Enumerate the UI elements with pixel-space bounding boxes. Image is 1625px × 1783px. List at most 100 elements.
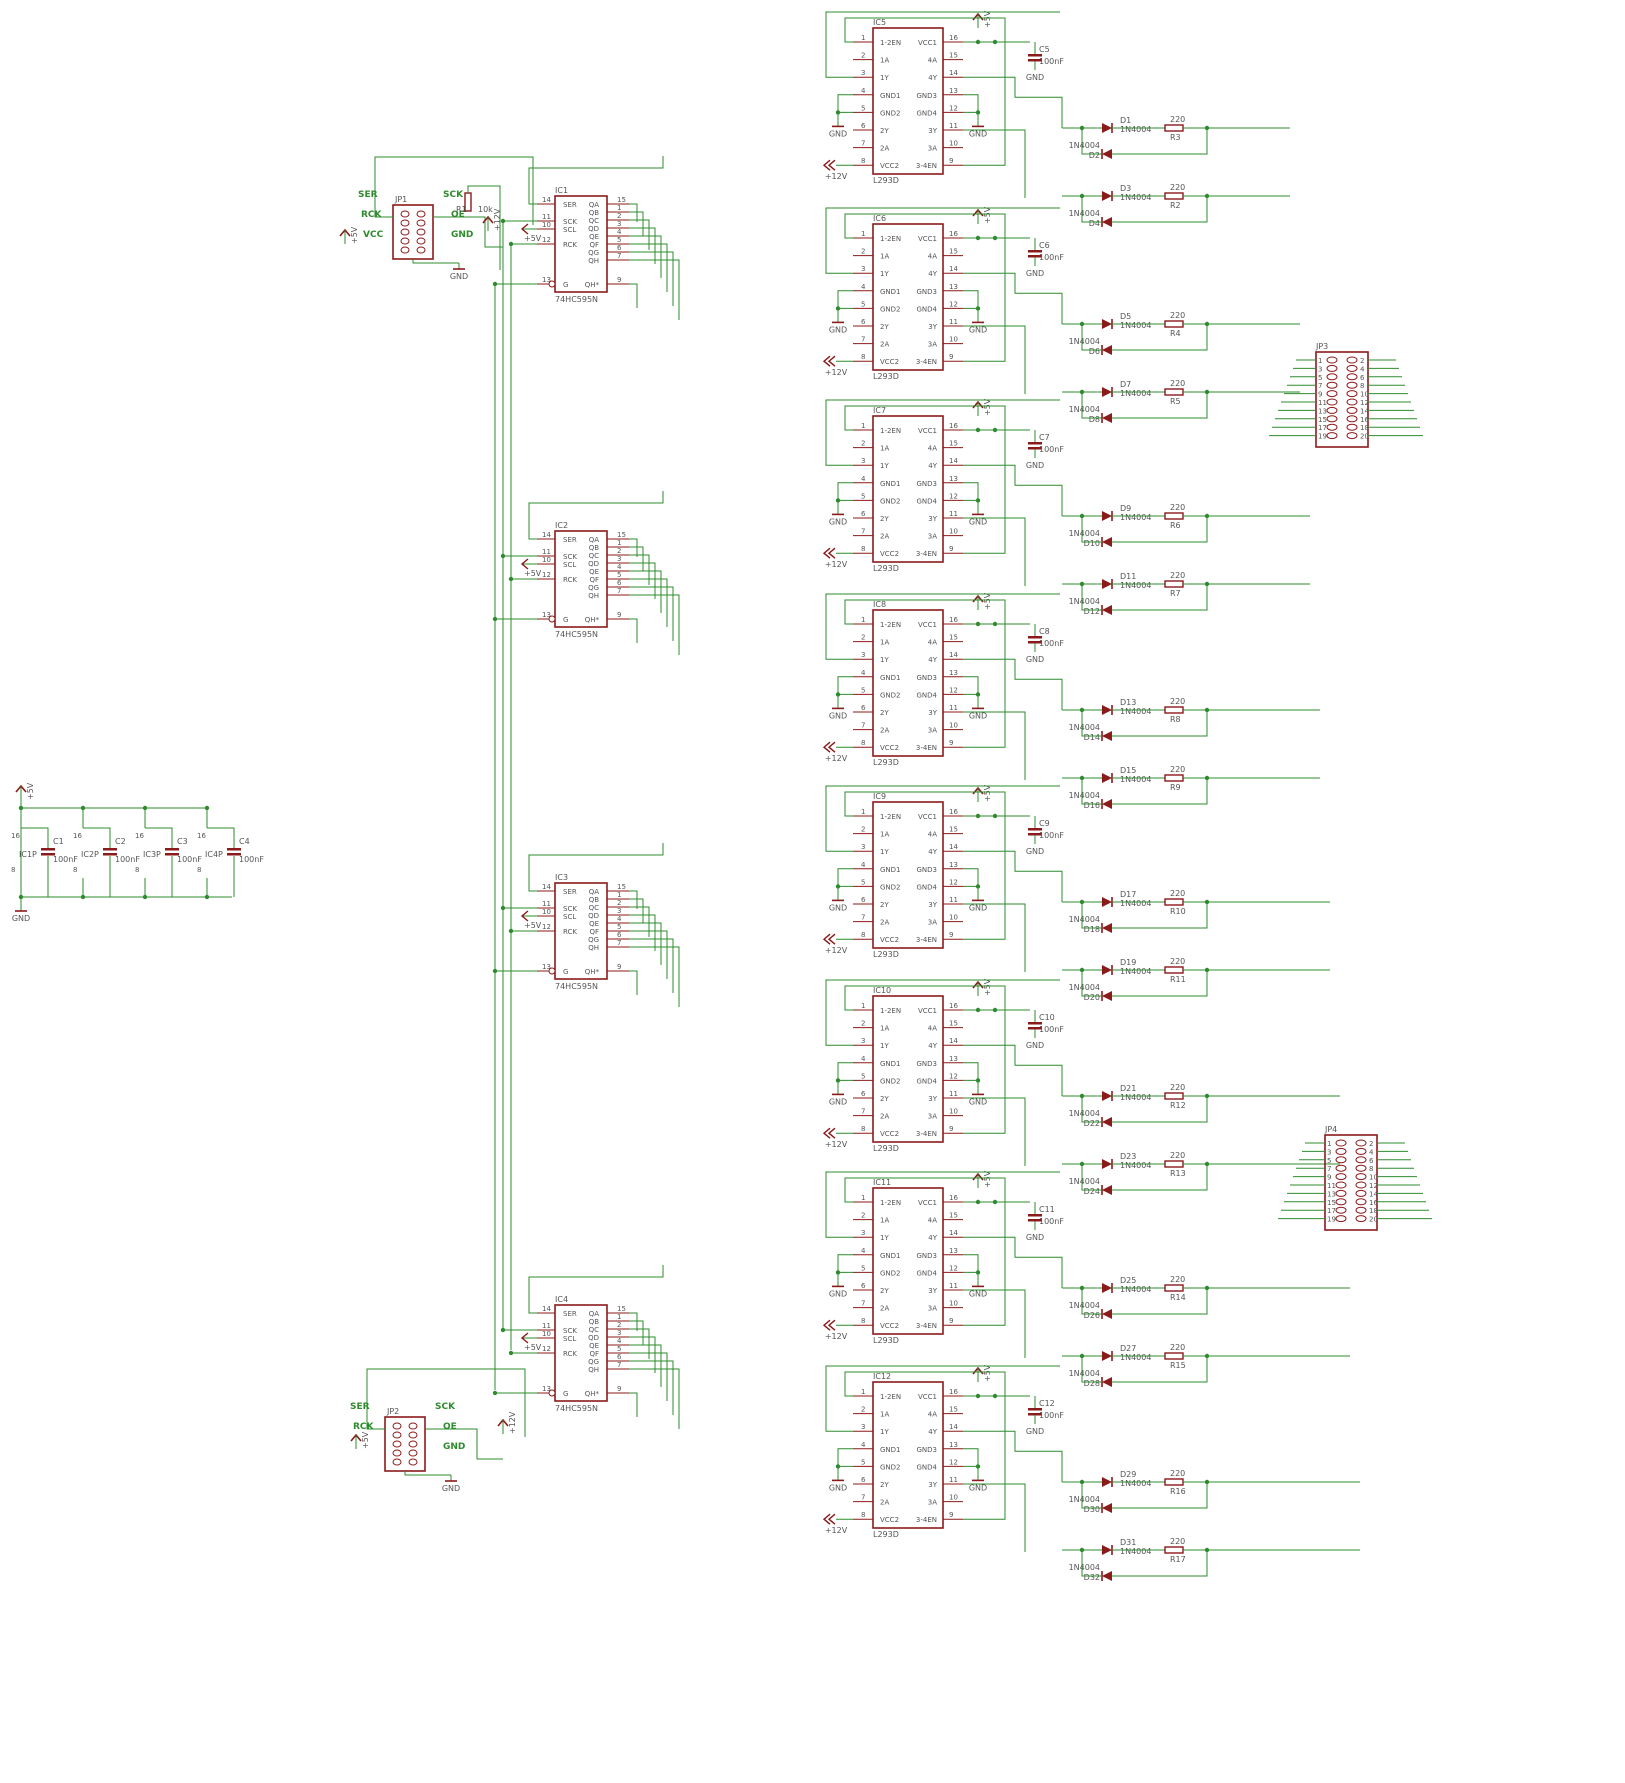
header-pin (1346, 415, 1358, 423)
diode-name: D14 (1084, 733, 1100, 742)
pin-name: 1-2EN (880, 235, 901, 243)
vcc2-label: +12V (825, 946, 848, 955)
diode-symbol (1102, 1117, 1112, 1127)
header-pin (1346, 423, 1358, 431)
header-pin (1346, 390, 1358, 398)
wire (433, 216, 503, 248)
pin-number: 11 (949, 1090, 958, 1098)
pin-number: 1 (617, 539, 621, 547)
capacitor-value: 100nF (53, 855, 78, 864)
pin-number: 4 (861, 1247, 866, 1255)
diode-symbol (1102, 123, 1112, 133)
pin-name: 1A (880, 831, 889, 839)
pin-number: 3 (861, 265, 865, 273)
pin-number: 7 (861, 722, 865, 730)
junction-dot (1079, 389, 1085, 395)
pin-number: 13 (949, 669, 958, 677)
diode-value: 1N4004 (1120, 1547, 1151, 1556)
pin-name: 4Y (928, 270, 937, 278)
header-pin (1355, 1173, 1367, 1181)
gnd-label: GND (829, 1097, 847, 1106)
pin-number: 10 (949, 528, 958, 536)
pin-number: 12 (542, 923, 551, 931)
pin-number: 5 (1318, 374, 1322, 382)
resistor-body (1164, 1092, 1184, 1100)
diode-symbol (1102, 1571, 1112, 1581)
wire (963, 464, 1063, 516)
inversion-bubble (548, 615, 556, 623)
pin-number: 13 (542, 963, 551, 971)
pin-number: 13 (542, 1385, 551, 1393)
header-pin (1346, 398, 1358, 406)
header-pin (1335, 1173, 1347, 1181)
pin-number: 13 (949, 861, 958, 869)
resistor-name: R2 (1170, 201, 1181, 210)
pin-name: VCC2 (880, 1516, 899, 1524)
pin-number: 10 (949, 1300, 958, 1308)
junction-dot (1079, 899, 1085, 905)
resistor-body (1164, 1352, 1184, 1360)
capacitor-name: C5 (1039, 45, 1050, 54)
wire (963, 1430, 1063, 1482)
pin-name: SCK (563, 553, 577, 561)
header-pin (1355, 1164, 1367, 1172)
pin-name: GND1 (880, 92, 901, 100)
pin-name: 2Y (880, 709, 889, 717)
motor-driver-6: IC10L293D11-2EN21A31Y4GND15GND262Y72A8VC… (822, 978, 1340, 1196)
wire (629, 1352, 668, 1401)
diode-name: D2 (1089, 151, 1100, 160)
wire (1081, 1096, 1102, 1123)
supply-label: +5V (983, 978, 992, 996)
pin-number: 1 (861, 34, 865, 42)
wire (837, 868, 853, 887)
pin-name: QH (588, 1366, 599, 1374)
pin-name: 1Y (880, 1042, 889, 1050)
resistor-body (1164, 774, 1184, 782)
capacitor-plate (1028, 442, 1042, 445)
wire (837, 1062, 853, 1081)
diode-name: D3 (1120, 184, 1131, 193)
pin-name: 2A (880, 533, 889, 541)
pin-number: 9 (949, 931, 953, 939)
diode-name: D1 (1120, 116, 1131, 125)
junction-dot (142, 805, 148, 811)
pin-number: 16 (1360, 416, 1369, 424)
gnd-label: GND (969, 1097, 987, 1106)
wire (629, 946, 680, 1007)
pin-number: 4 (861, 669, 866, 677)
header-pin (1335, 1139, 1347, 1147)
wire (963, 1062, 979, 1081)
capacitor-value: 100nF (1039, 445, 1064, 454)
header-pin (1346, 432, 1358, 440)
header-pin (1326, 364, 1338, 372)
driver-part: L293D (873, 564, 899, 573)
capacitor-gnd: GND (1026, 269, 1044, 278)
junction-dot (1079, 193, 1085, 199)
connector-pin (392, 1449, 402, 1457)
pin-name: QG (588, 249, 599, 257)
resistor-body (1164, 706, 1184, 714)
pin-number: 14 (949, 651, 958, 659)
resistor-name: R16 (1170, 1487, 1186, 1496)
pin-number: 20 (1360, 433, 1369, 441)
header-pin (1355, 1181, 1367, 1189)
resistor-name: R5 (1170, 397, 1181, 406)
pin-number: 16 (949, 808, 958, 816)
pin-number: 15 (949, 826, 958, 834)
junction-dot (992, 1007, 998, 1013)
pin-name: QH (588, 944, 599, 952)
motor-driver-4: IC8L293D11-2EN21A31Y4GND15GND262Y72A8VCC… (822, 592, 1320, 810)
header-pin (1326, 423, 1338, 431)
shift-register-part: 74HC595N (555, 630, 598, 639)
pin-number: 8 (861, 353, 865, 361)
wire (844, 1371, 1006, 1520)
net-ser: SER (358, 190, 378, 200)
pin-name: 3Y (928, 1481, 937, 1489)
pin-number: 13 (1318, 407, 1327, 415)
header-pin (1335, 1189, 1347, 1197)
wire (629, 890, 638, 909)
junction-dot (508, 241, 514, 247)
pin-name: QH* (585, 1390, 600, 1398)
